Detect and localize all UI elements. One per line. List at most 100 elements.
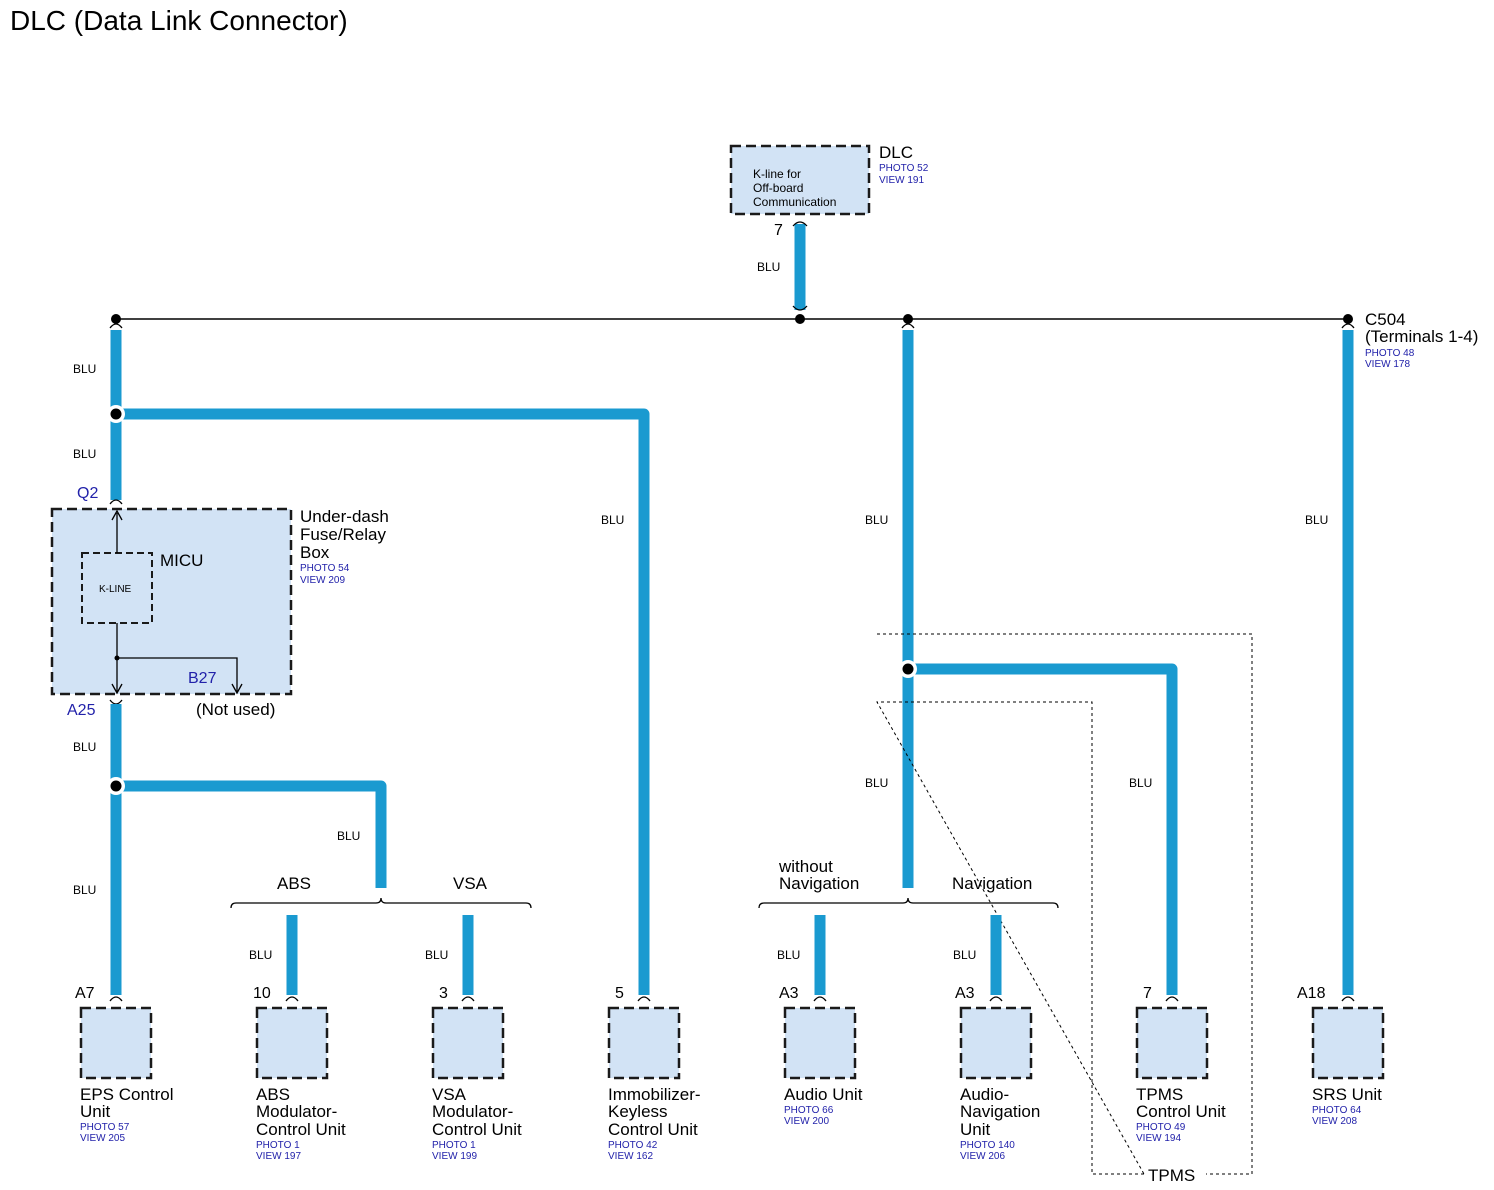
arrow-up-head [111, 509, 123, 521]
component-audio-nav: A3 Audio- Navigation Unit PHOTO 140 VIEW… [955, 985, 1040, 1162]
terminal-bus-left [109, 323, 123, 329]
component-eps: A7 EPS Control Unit PHOTO 57 VIEW 205 [75, 985, 174, 1144]
group-tpms: TPMS [1148, 1166, 1195, 1185]
eps-name-1: EPS Control [80, 1085, 174, 1104]
eps-pin: A7 [75, 985, 95, 1002]
abs-view: VIEW 197 [256, 1151, 301, 1162]
terminal-dlc-bottom [792, 305, 808, 311]
dlc-name: DLC [879, 143, 913, 162]
group-nav: Navigation [952, 874, 1032, 893]
bus-node-right [1343, 314, 1353, 324]
dlc-view: VIEW 191 [879, 175, 924, 186]
tpms-pin: 7 [1143, 985, 1152, 1002]
srs-view: VIEW 208 [1312, 1116, 1357, 1127]
arrow-down-head [111, 683, 123, 695]
immobilizer-box [607, 1006, 681, 1080]
splice-abs-vsa [110, 780, 122, 792]
bus-node-left [111, 314, 121, 324]
abs-name-3: Control Unit [256, 1120, 346, 1139]
abs-name-2: Modulator- [256, 1102, 337, 1121]
audio-name-1: Audio Unit [784, 1085, 863, 1104]
dlc-pin: 7 [774, 222, 783, 239]
terminal-srs [1341, 996, 1355, 1002]
tpms-view: VIEW 194 [1136, 1133, 1181, 1144]
dlc-line-2: Off-board [753, 181, 803, 195]
component-tpms: 7 TPMS Control Unit PHOTO 49 VIEW 194 [1135, 985, 1226, 1144]
srs-box [1311, 1006, 1385, 1080]
c504-name: C504 [1365, 310, 1406, 329]
eps-photo: PHOTO 57 [80, 1122, 130, 1133]
terminal-audio [813, 996, 827, 1002]
vsa-name-2: Modulator- [432, 1102, 513, 1121]
wire-immobilizer [116, 408, 650, 995]
wire-label-left-3: BLU [73, 740, 96, 754]
wire-tpms [908, 663, 1178, 995]
eps-name-2: Unit [80, 1102, 111, 1121]
immobilizer-view: VIEW 162 [608, 1151, 653, 1162]
page-title: DLC (Data Link Connector) [10, 5, 348, 36]
wire-label-nav-2: BLU [865, 776, 888, 790]
vsa-box [431, 1006, 505, 1080]
abs-name-1: ABS [256, 1085, 290, 1104]
terminal-a25 [109, 699, 123, 705]
dlc-connector: K-line for Off-board Communication DLC P… [729, 143, 929, 239]
fuse-name-3: Box [300, 543, 330, 562]
wire-label-audio: BLU [777, 948, 800, 962]
splice-immobilizer [110, 408, 122, 420]
vsa-view: VIEW 199 [432, 1151, 477, 1162]
component-immobilizer: 5 Immobilizer- Keyless Control Unit PHOT… [607, 985, 701, 1162]
dlc-line-3: Communication [753, 195, 836, 209]
dlc-photo: PHOTO 52 [879, 163, 929, 174]
terminal-abs [285, 996, 299, 1002]
component-vsa: 3 VSA Modulator- Control Unit PHOTO 1 VI… [431, 985, 522, 1162]
wire-label-vsa: BLU [425, 948, 448, 962]
fuse-pin-a25: A25 [67, 702, 96, 719]
terminal-q2 [109, 499, 123, 505]
immobilizer-name-3: Control Unit [608, 1120, 698, 1139]
immobilizer-name-1: Immobilizer- [608, 1085, 701, 1104]
vsa-pin: 3 [439, 985, 448, 1002]
eps-view: VIEW 205 [80, 1133, 125, 1144]
srs-photo: PHOTO 64 [1312, 1105, 1362, 1116]
fuse-view: VIEW 209 [300, 575, 345, 586]
micu-label: MICU [160, 551, 203, 570]
tpms-name-2: Control Unit [1136, 1102, 1226, 1121]
fuse-not-used: (Not used) [196, 700, 275, 719]
fuse-name-1: Under-dash [300, 507, 389, 526]
group-without-nav-2: Navigation [779, 874, 859, 893]
wire-label-immobilizer: BLU [601, 513, 624, 527]
audio-pin: A3 [779, 985, 799, 1002]
terminal-audio-nav [989, 996, 1003, 1002]
audio-nav-pin: A3 [955, 985, 975, 1002]
arrow-b27-line [117, 657, 238, 692]
bracket-nav [758, 897, 1059, 909]
wire-label-abs-vsa: BLU [337, 829, 360, 843]
abs-box [255, 1006, 329, 1080]
fuse-photo: PHOTO 54 [300, 563, 350, 574]
eps-box [79, 1006, 153, 1080]
immobilizer-pin: 5 [615, 985, 624, 1002]
terminal-bus-right [1341, 323, 1355, 329]
arrow-b27-head [231, 683, 243, 695]
terminal-dlc-top [792, 221, 808, 227]
bus-node-nav [903, 314, 913, 324]
c504-subtitle: (Terminals 1-4) [1365, 327, 1478, 346]
terminal-eps [109, 996, 123, 1002]
wire-abs-vsa [116, 780, 387, 888]
dlc-line-1: K-line for [753, 167, 801, 181]
abs-pin: 10 [253, 985, 271, 1002]
dlc-box [729, 144, 871, 216]
tpms-box [1135, 1006, 1209, 1080]
fuse-name-2: Fuse/Relay [300, 525, 386, 544]
micu-kline-label: K-LINE [99, 584, 132, 595]
wire-label-nav-1: BLU [865, 513, 888, 527]
audio-nav-name-2: Navigation [960, 1102, 1040, 1121]
component-abs: 10 ABS Modulator- Control Unit PHOTO 1 V… [253, 985, 346, 1162]
vsa-photo: PHOTO 1 [432, 1140, 476, 1151]
audio-nav-box [959, 1006, 1033, 1080]
tpms-name-1: TPMS [1136, 1085, 1183, 1104]
audio-box [783, 1006, 857, 1080]
wire-label-srs: BLU [1305, 513, 1328, 527]
abs-photo: PHOTO 1 [256, 1140, 300, 1151]
group-abs: ABS [277, 874, 311, 893]
